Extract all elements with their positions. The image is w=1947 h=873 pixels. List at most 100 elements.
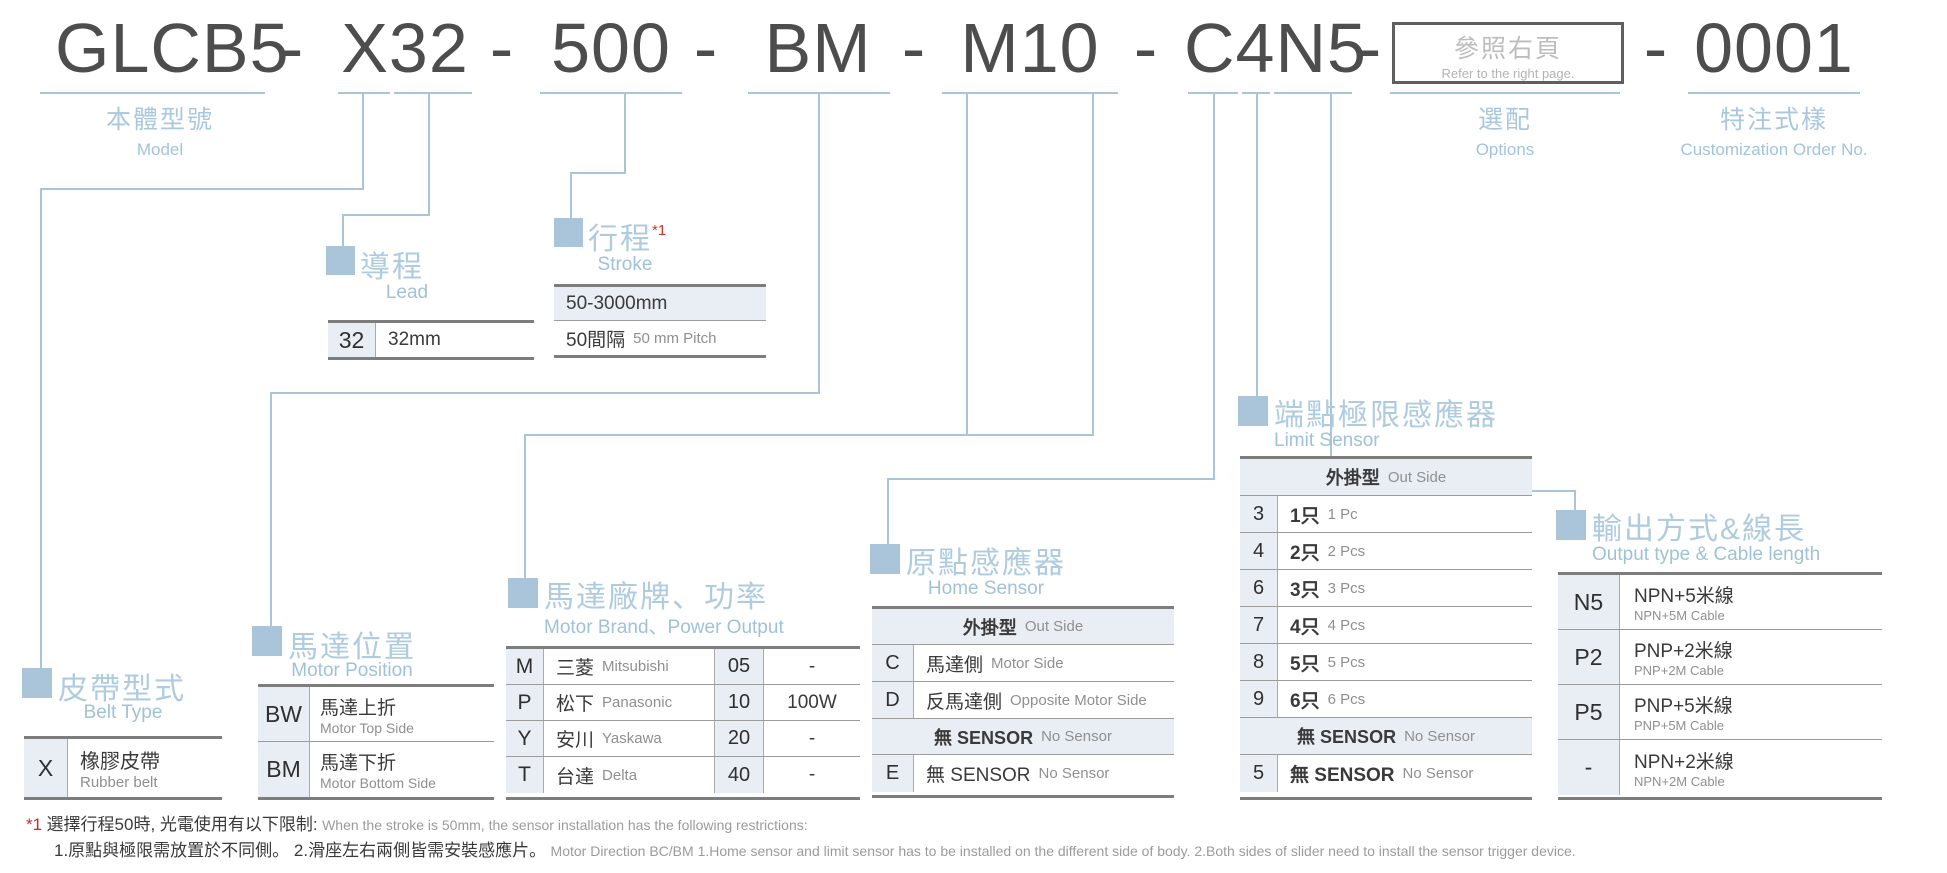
- limit-sensor-zh: 無 SENSOR: [1290, 765, 1395, 786]
- footnote-ref: *1: [26, 815, 43, 834]
- power-value: -: [808, 727, 816, 749]
- underline-stroke: [540, 92, 682, 94]
- stroke-title-zh-text: 行程: [588, 223, 652, 256]
- output-desc-cell: NPN+2米線 NPN+2M Cable: [1620, 740, 1882, 795]
- footnote-line2-zh: 1.原點與極限需放置於不同側。 2.滑座左右兩側皆需安裝感應片。: [54, 841, 547, 860]
- stroke-pitch-cell: 50間隔 50 mm Pitch: [554, 321, 766, 355]
- limit-sensor-desc-cell: 5只 5 Pcs: [1278, 644, 1532, 680]
- motor-position-code-cell: BW: [258, 687, 310, 741]
- lead-table: 32 32mm: [328, 320, 534, 360]
- motor-brand-title-en: Motor Brand、Power Output: [544, 617, 784, 638]
- no-sensor-zh: 無 SENSOR: [934, 727, 1034, 748]
- code-dash: -: [1133, 9, 1159, 87]
- motor-brand-name-cell: 台達 Delta: [544, 757, 714, 793]
- connector-lead: [342, 214, 430, 216]
- table-row: C 馬達側 Motor Side: [872, 645, 1174, 682]
- table-row: Y 安川 Yaskawa 20 -: [506, 721, 860, 757]
- home-sensor-en: Motor Side: [991, 654, 1064, 672]
- output-bullet-icon: [1556, 510, 1586, 540]
- out-side-en: Out Side: [1387, 468, 1447, 486]
- output-desc-en: PNP+2M Cable: [1634, 663, 1724, 678]
- table-row: 4 2只 2 Pcs: [1240, 533, 1532, 570]
- no-sensor-zh: 無 SENSOR: [1297, 727, 1397, 747]
- connector-motor-brand: [524, 434, 1094, 436]
- motor-brand-title-zh: 馬達廠牌、功率: [544, 581, 768, 614]
- motor-brand-bullet-icon: [508, 578, 538, 608]
- table-row: M 三菱 Mitsubishi 05 -: [506, 649, 860, 685]
- label-options: 選配 Options: [1405, 100, 1605, 160]
- connector-limit-sensor: [1256, 92, 1258, 396]
- motor-brand-code-cell: P: [506, 685, 544, 720]
- options-box-text-zh: 參照右頁: [1453, 35, 1562, 63]
- code-dash: -: [693, 9, 719, 87]
- limit-sensor-nosensor-header: 無 SENSOR No Sensor: [1240, 718, 1532, 755]
- code-dash: -: [489, 9, 515, 87]
- limit-sensor-desc-cell: 2只 2 Pcs: [1278, 533, 1532, 569]
- belt-desc-en: Rubber belt: [80, 774, 158, 791]
- motor-position-title-en: Motor Position: [291, 660, 413, 681]
- output-desc-zh: PNP+2米線: [1634, 641, 1733, 662]
- footnote-line1: *1 選擇行程50時, 光電使用有以下限制: When the stroke i…: [26, 810, 808, 835]
- limit-sensor-en: 1 Pc: [1327, 505, 1358, 523]
- table-row: 9 6只 6 Pcs: [1240, 681, 1532, 718]
- limit-sensor-en: 2 Pcs: [1327, 542, 1366, 560]
- limit-sensor-code-cell: 5: [1240, 755, 1278, 792]
- power-value: -: [808, 764, 816, 785]
- no-sensor-en: No Sensor: [1041, 728, 1112, 745]
- label-customization: 特注式樣 Customization Order No.: [1658, 100, 1890, 160]
- table-row: X 橡膠皮帶 Rubber belt: [24, 739, 222, 797]
- limit-sensor-zh: 5只: [1290, 653, 1320, 675]
- stroke-pitch-row: 50間隔 50 mm Pitch: [554, 321, 766, 355]
- home-sensor-title-zh: 原點感應器: [906, 547, 1066, 580]
- limit-sensor-desc-cell: 4只 4 Pcs: [1278, 607, 1532, 643]
- out-side-zh: 外掛型: [962, 617, 1017, 638]
- table-row: P2 PNP+2米線 PNP+2M Cable: [1558, 630, 1882, 685]
- limit-sensor-out-header: 外掛型 Out Side: [1240, 459, 1532, 496]
- motor-position-desc-en: Motor Bottom Side: [320, 775, 436, 791]
- motor-brand-zh: 松下: [556, 694, 595, 715]
- connector-motor-brand: [524, 434, 526, 578]
- output-code-cell: N5: [1558, 575, 1620, 629]
- no-sensor-en: No Sensor: [1404, 727, 1475, 745]
- out-side-zh: 外掛型: [1325, 468, 1380, 488]
- limit-sensor-zh: 1只: [1290, 505, 1320, 527]
- label-customization-en: Customization Order No.: [1680, 140, 1868, 159]
- limit-sensor-en: 3 Pcs: [1327, 579, 1366, 597]
- code-dash: -: [1357, 9, 1383, 87]
- connector-lead: [342, 214, 344, 248]
- table-row: P5 PNP+5米線 PNP+5M Cable: [1558, 685, 1882, 740]
- belt-code-cell: X: [24, 739, 68, 797]
- motor-position-desc-zh: 馬達下折: [320, 753, 397, 774]
- power-value-cell: -: [764, 649, 860, 684]
- limit-sensor-zh: 2只: [1290, 542, 1320, 564]
- lead-bullet-icon: [326, 246, 355, 275]
- stroke-note-ref: *1: [652, 222, 667, 239]
- code-dash: -: [279, 9, 305, 87]
- lead-desc-cell: 32mm: [376, 323, 534, 357]
- limit-sensor-zh: 6只: [1290, 690, 1320, 712]
- belt-type-table: X 橡膠皮帶 Rubber belt: [24, 736, 222, 800]
- table-row: D 反馬達側 Opposite Motor Side: [872, 682, 1174, 719]
- motor-brand-name-cell: 三菱 Mitsubishi: [544, 649, 714, 684]
- stroke-bullet-icon: [554, 218, 583, 247]
- output-table: N5 NPN+5米線 NPN+5M Cable P2 PNP+2米線 PNP+2…: [1558, 572, 1882, 800]
- output-desc-en: PNP+5M Cable: [1634, 718, 1724, 733]
- lead-title-zh: 導程: [360, 251, 424, 284]
- footnote-line1-zh: 選擇行程50時, 光電使用有以下限制:: [46, 815, 318, 834]
- motor-brand-name-cell: 安川 Yaskawa: [544, 721, 714, 756]
- output-title-en: Output type & Cable length: [1592, 544, 1821, 565]
- home-sensor-code-cell: D: [872, 682, 914, 718]
- connector-motor-position: [270, 392, 820, 394]
- motor-brand-zh: 三菱: [556, 658, 595, 679]
- stroke-range-cell: 50-3000mm: [554, 287, 766, 320]
- code-segment-motor-brand: M10: [960, 9, 1100, 87]
- belt-type-bullet-icon: [22, 668, 52, 698]
- underline-model: [40, 92, 265, 94]
- connector-motor-brand: [1092, 92, 1094, 436]
- limit-sensor-en: 4 Pcs: [1327, 616, 1366, 634]
- output-title-zh: 輸出方式&線長: [1592, 513, 1807, 546]
- connector-home-sensor: [1213, 92, 1215, 480]
- stroke-title-zh: 行程*1: [588, 214, 666, 258]
- table-row: E 無 SENSOR No Sensor: [872, 755, 1174, 792]
- limit-sensor-code-cell: 6: [1240, 570, 1278, 606]
